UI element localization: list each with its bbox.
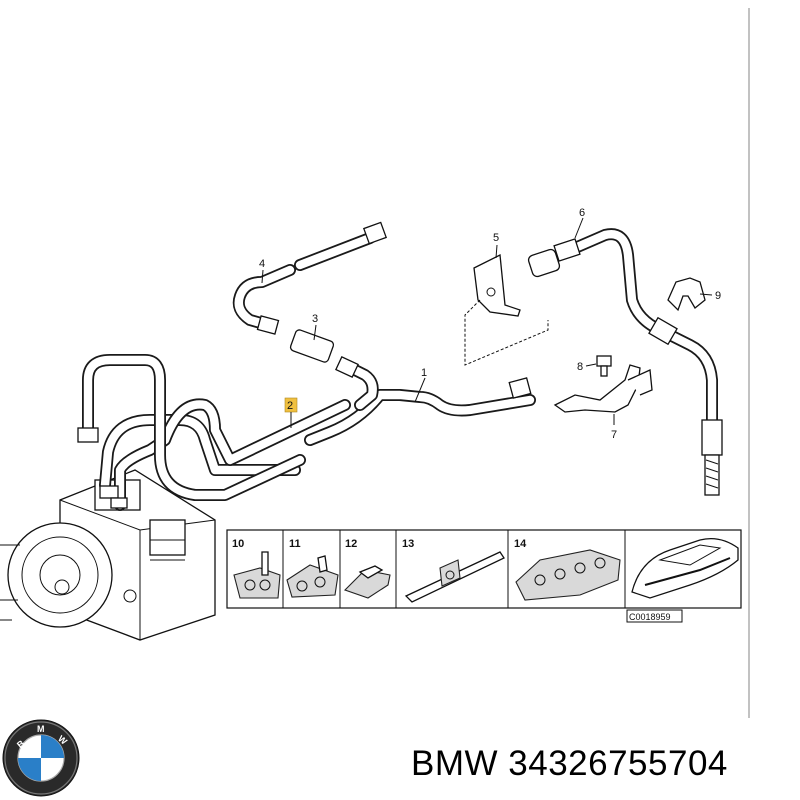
callout-2: 2: [287, 400, 293, 412]
pipe-3-lower: [339, 359, 379, 411]
inset-label-13: 13: [402, 538, 414, 550]
reference-code: C0018959: [629, 612, 671, 622]
clip-10: [233, 551, 281, 599]
bolt-8: [596, 355, 612, 377]
bmw-logo: B M W: [2, 719, 80, 797]
clip-12: [343, 565, 391, 599]
bracket-5: [464, 253, 549, 366]
inset-label-10: 10: [232, 538, 244, 550]
clip-11: [286, 555, 339, 598]
abs-hydraulic-unit: [0, 469, 216, 641]
callout-9: 9: [715, 290, 721, 302]
callout-4: 4: [259, 258, 265, 270]
inset-strip: 10 11 12 13 14: [226, 529, 742, 623]
svg-text:B: B: [15, 738, 27, 750]
callouts: 1 2 3 4 5 6 7 8 9: [259, 207, 721, 441]
rail-13: [404, 551, 505, 603]
pipe-4: [232, 232, 376, 331]
callout-5: 5: [493, 232, 499, 244]
clip-9: [667, 277, 706, 312]
inset-label-12: 12: [345, 538, 357, 550]
callout-3: 3: [312, 313, 318, 325]
clip-14: [515, 549, 621, 601]
pipe-2: [114, 398, 351, 511]
part-number-caption: BMW 34326755704: [411, 744, 728, 783]
callout-7: 7: [611, 429, 617, 441]
bracket-7: [553, 364, 653, 413]
callout-8: 8: [577, 361, 583, 373]
svg-text:M: M: [37, 724, 45, 734]
inset-label-14: 14: [514, 538, 527, 550]
car-location-icon: [631, 537, 739, 599]
callout-6: 6: [579, 207, 585, 219]
inset-label-11: 11: [289, 538, 301, 550]
fittings: [77, 221, 723, 509]
pipe-return: [82, 354, 306, 501]
pipe-6: [569, 228, 718, 426]
callout-1: 1: [421, 367, 427, 379]
reference-code-box: [626, 609, 683, 623]
